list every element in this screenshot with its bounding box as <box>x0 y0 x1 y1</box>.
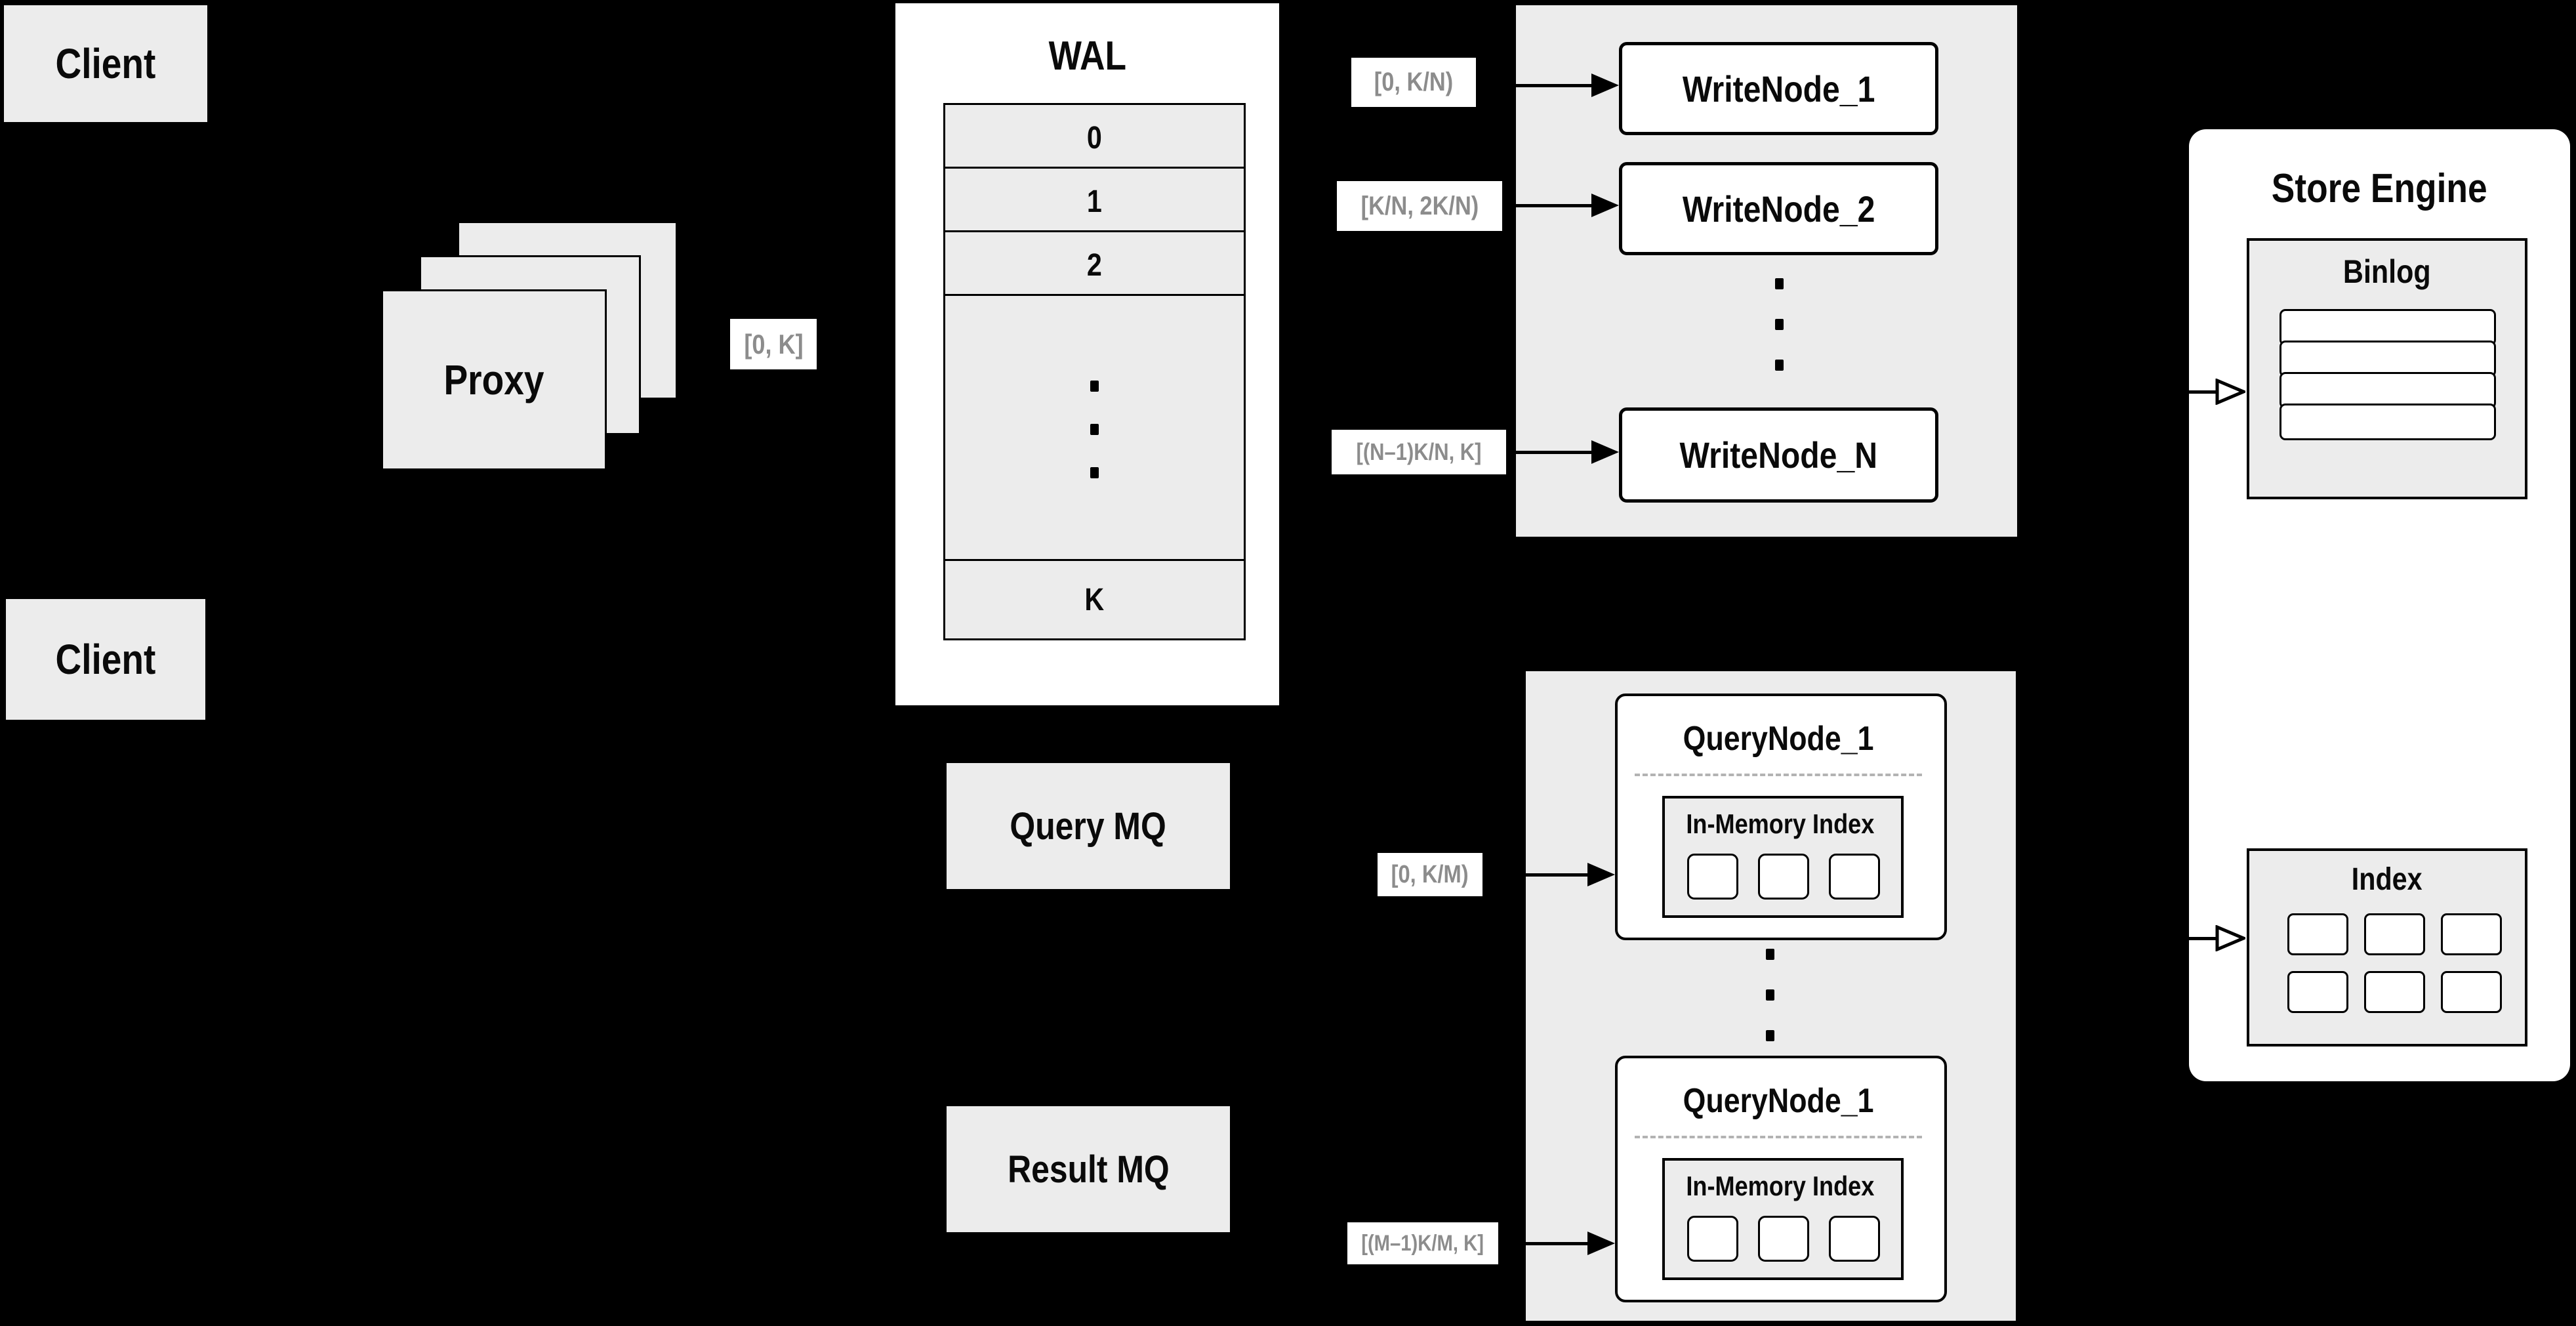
write-arrow-2 <box>1505 194 1619 217</box>
memory-segment <box>1687 1216 1738 1262</box>
proxy-label: Proxy <box>443 356 544 404</box>
query-nodes-ellipsis-icon <box>1766 949 1774 1041</box>
index-segment <box>2287 913 2348 955</box>
arrowhead-icon <box>1591 73 1619 97</box>
result-mq-label: Result MQ <box>1007 1148 1170 1191</box>
index-box: Index <box>2247 848 2527 1046</box>
query-arrow-m <box>1498 1232 1615 1255</box>
client-box-top: Client <box>4 5 207 122</box>
dashed-divider <box>1635 1136 1922 1138</box>
query-node-bottom-title: QueryNode_1 <box>1683 1082 1874 1120</box>
wal-box: WAL 0 1 2 K <box>895 3 1279 705</box>
proxy-range-tag: [0, K] <box>730 319 817 369</box>
query-node-top: QueryNode_1 In-Memory Index <box>1615 694 1947 940</box>
memory-segment <box>1829 854 1880 900</box>
arrowhead-icon <box>1587 863 1615 886</box>
client-box-bottom: Client <box>6 599 205 720</box>
proxy-card-front: Proxy <box>381 289 607 470</box>
client-top-label: Client <box>55 40 156 87</box>
in-memory-index-title: In-Memory Index <box>1686 1171 1875 1201</box>
store-engine-title: Store Engine <box>2272 165 2487 211</box>
dashed-divider <box>1635 774 1922 776</box>
index-segment <box>2441 913 2502 955</box>
write-range-tag-n: [(N–1)K/N, K] <box>1332 430 1506 474</box>
write-node-1: WriteNode_1 <box>1619 42 1938 135</box>
query-mq-label: Query MQ <box>1010 804 1167 848</box>
wal-row-ellipsis <box>943 294 1246 565</box>
query-range-tag-1: [0, K/M) <box>1378 853 1482 896</box>
arrowhead-icon <box>1591 440 1619 464</box>
write-node-2: WriteNode_2 <box>1619 162 1938 255</box>
binlog-row <box>2280 309 2496 346</box>
wal-row-0: 0 <box>943 103 1246 173</box>
arrowhead-icon <box>1591 194 1619 217</box>
write-arrow-n <box>1509 440 1619 464</box>
write-nodes-ellipsis-icon <box>1775 278 1784 371</box>
binlog-box: Binlog <box>2247 238 2527 499</box>
binlog-input-arrow <box>2189 379 2245 405</box>
write-node-n: WriteNode_N <box>1619 407 1938 503</box>
wal-row-2: 2 <box>943 230 1246 300</box>
result-mq-box: Result MQ <box>947 1106 1230 1232</box>
binlog-row <box>2280 341 2496 377</box>
binlog-row <box>2280 404 2496 440</box>
binlog-title: Binlog <box>2343 253 2431 290</box>
index-segment <box>2287 971 2348 1013</box>
query-node-bottom: QueryNode_1 In-Memory Index <box>1615 1056 1947 1302</box>
in-memory-index-box-top: In-Memory Index <box>1662 796 1904 918</box>
index-segment <box>2441 971 2502 1013</box>
index-title: Index <box>2352 861 2423 897</box>
memory-segment <box>1829 1216 1880 1262</box>
index-segment <box>2364 971 2425 1013</box>
write-range-tag-1: [0, K/N) <box>1351 58 1476 107</box>
wal-row-k: K <box>943 559 1246 640</box>
index-segment <box>2364 913 2425 955</box>
query-mq-box: Query MQ <box>947 763 1230 889</box>
query-range-tag-m: [(M–1)K/M, K] <box>1347 1222 1498 1264</box>
in-memory-index-box-bottom: In-Memory Index <box>1662 1158 1904 1280</box>
index-input-arrow <box>2189 925 2245 951</box>
proxy-range-label: [0, K] <box>743 328 804 360</box>
memory-segment <box>1687 854 1738 900</box>
hollow-arrowhead-icon <box>2215 379 2245 405</box>
memory-segment <box>1758 854 1809 900</box>
wal-title: WAL <box>1048 33 1126 79</box>
store-engine-box: Store Engine Binlog Index <box>2189 129 2570 1081</box>
query-node-top-title: QueryNode_1 <box>1683 720 1874 758</box>
write-arrow-1 <box>1480 73 1619 97</box>
wal-vertical-ellipsis-icon <box>1090 381 1099 478</box>
arrowhead-icon <box>1587 1232 1615 1255</box>
wal-row-1: 1 <box>943 167 1246 236</box>
hollow-arrowhead-icon <box>2215 925 2245 951</box>
query-arrow-1 <box>1482 863 1615 886</box>
write-range-tag-2: [K/N, 2K/N) <box>1337 181 1502 231</box>
in-memory-index-title: In-Memory Index <box>1686 808 1875 839</box>
memory-segment <box>1758 1216 1809 1262</box>
client-bottom-label: Client <box>55 636 156 683</box>
